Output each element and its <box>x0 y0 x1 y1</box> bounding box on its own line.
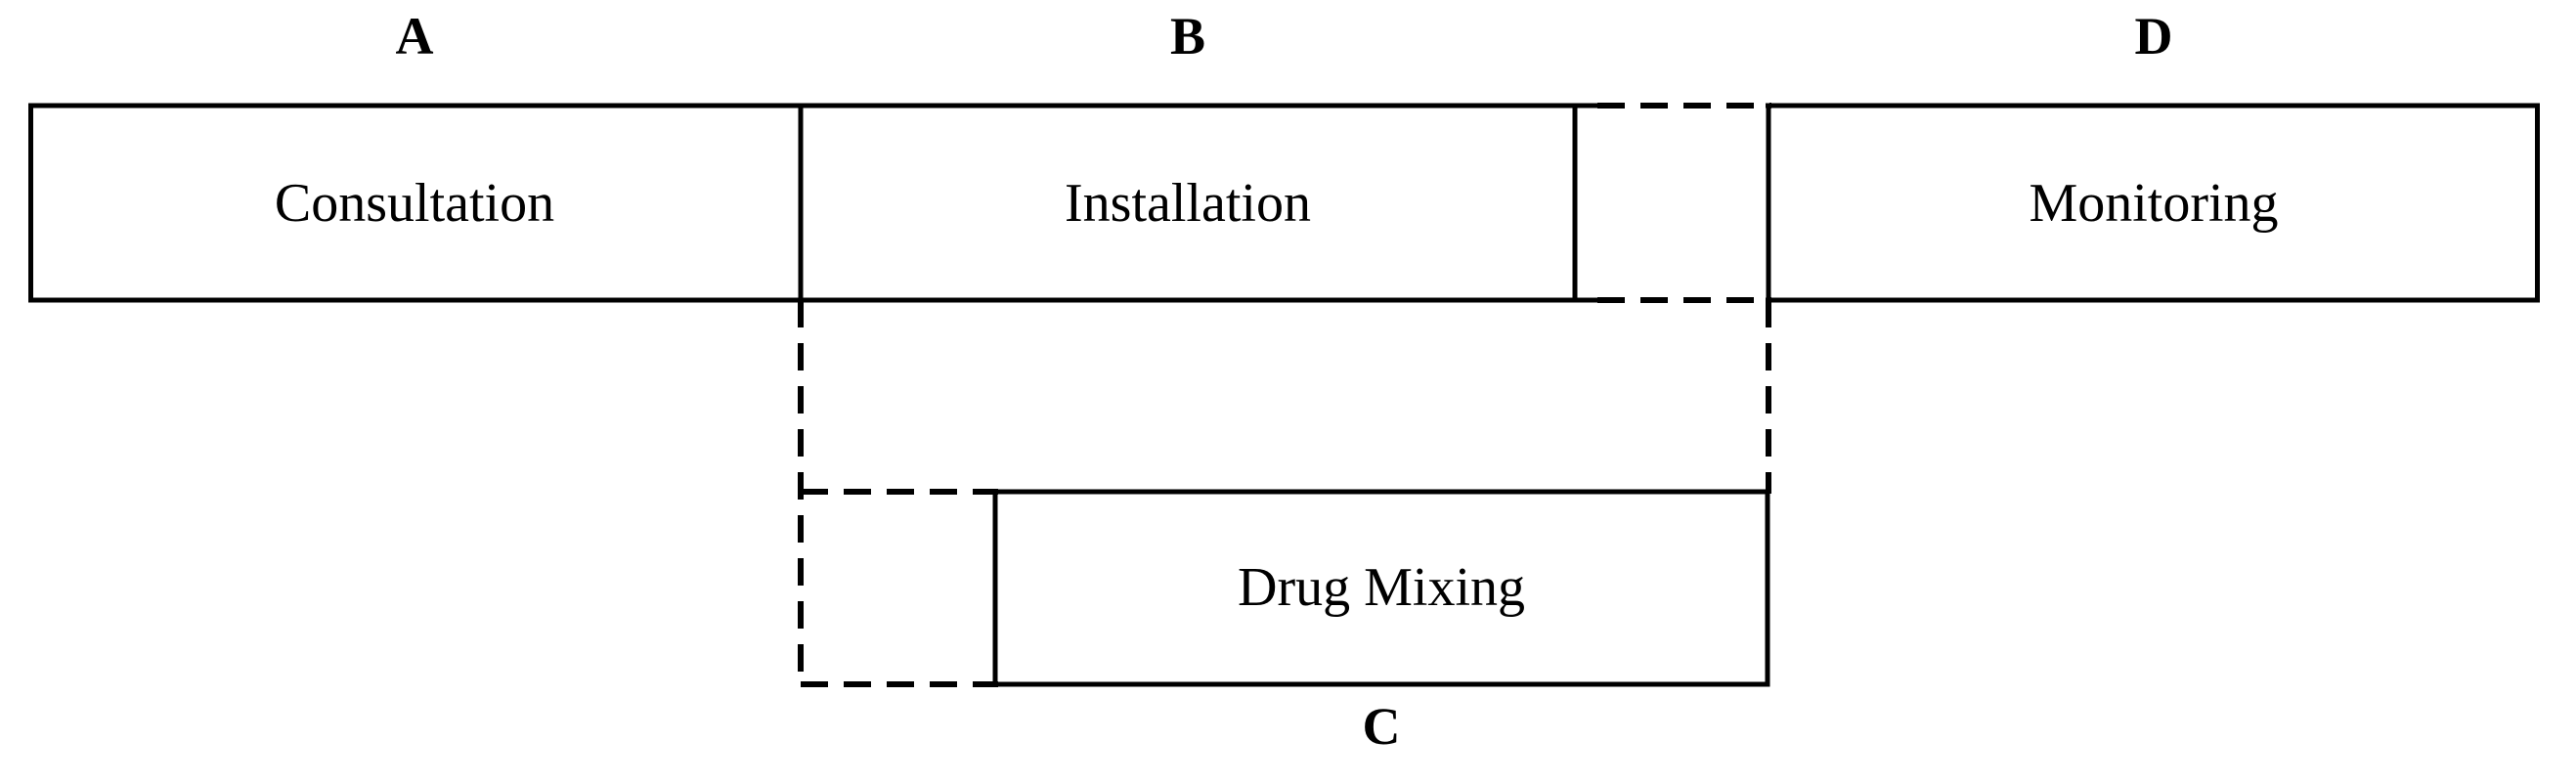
sub-process-box-c[interactable] <box>992 489 1770 687</box>
phase-gap-dashed <box>1597 103 1771 303</box>
phase-tag-d: D <box>2134 7 2173 65</box>
phase-box-b[interactable] <box>798 103 1597 303</box>
phase-box-d[interactable] <box>1766 103 2540 303</box>
phase-tag-b: B <box>1169 7 1206 65</box>
sub-process-tag-c: C <box>1362 697 1401 756</box>
sub-process-dashed-extension <box>801 489 998 687</box>
phase-tag-a: A <box>395 7 434 65</box>
phase-box-a[interactable] <box>28 103 801 303</box>
